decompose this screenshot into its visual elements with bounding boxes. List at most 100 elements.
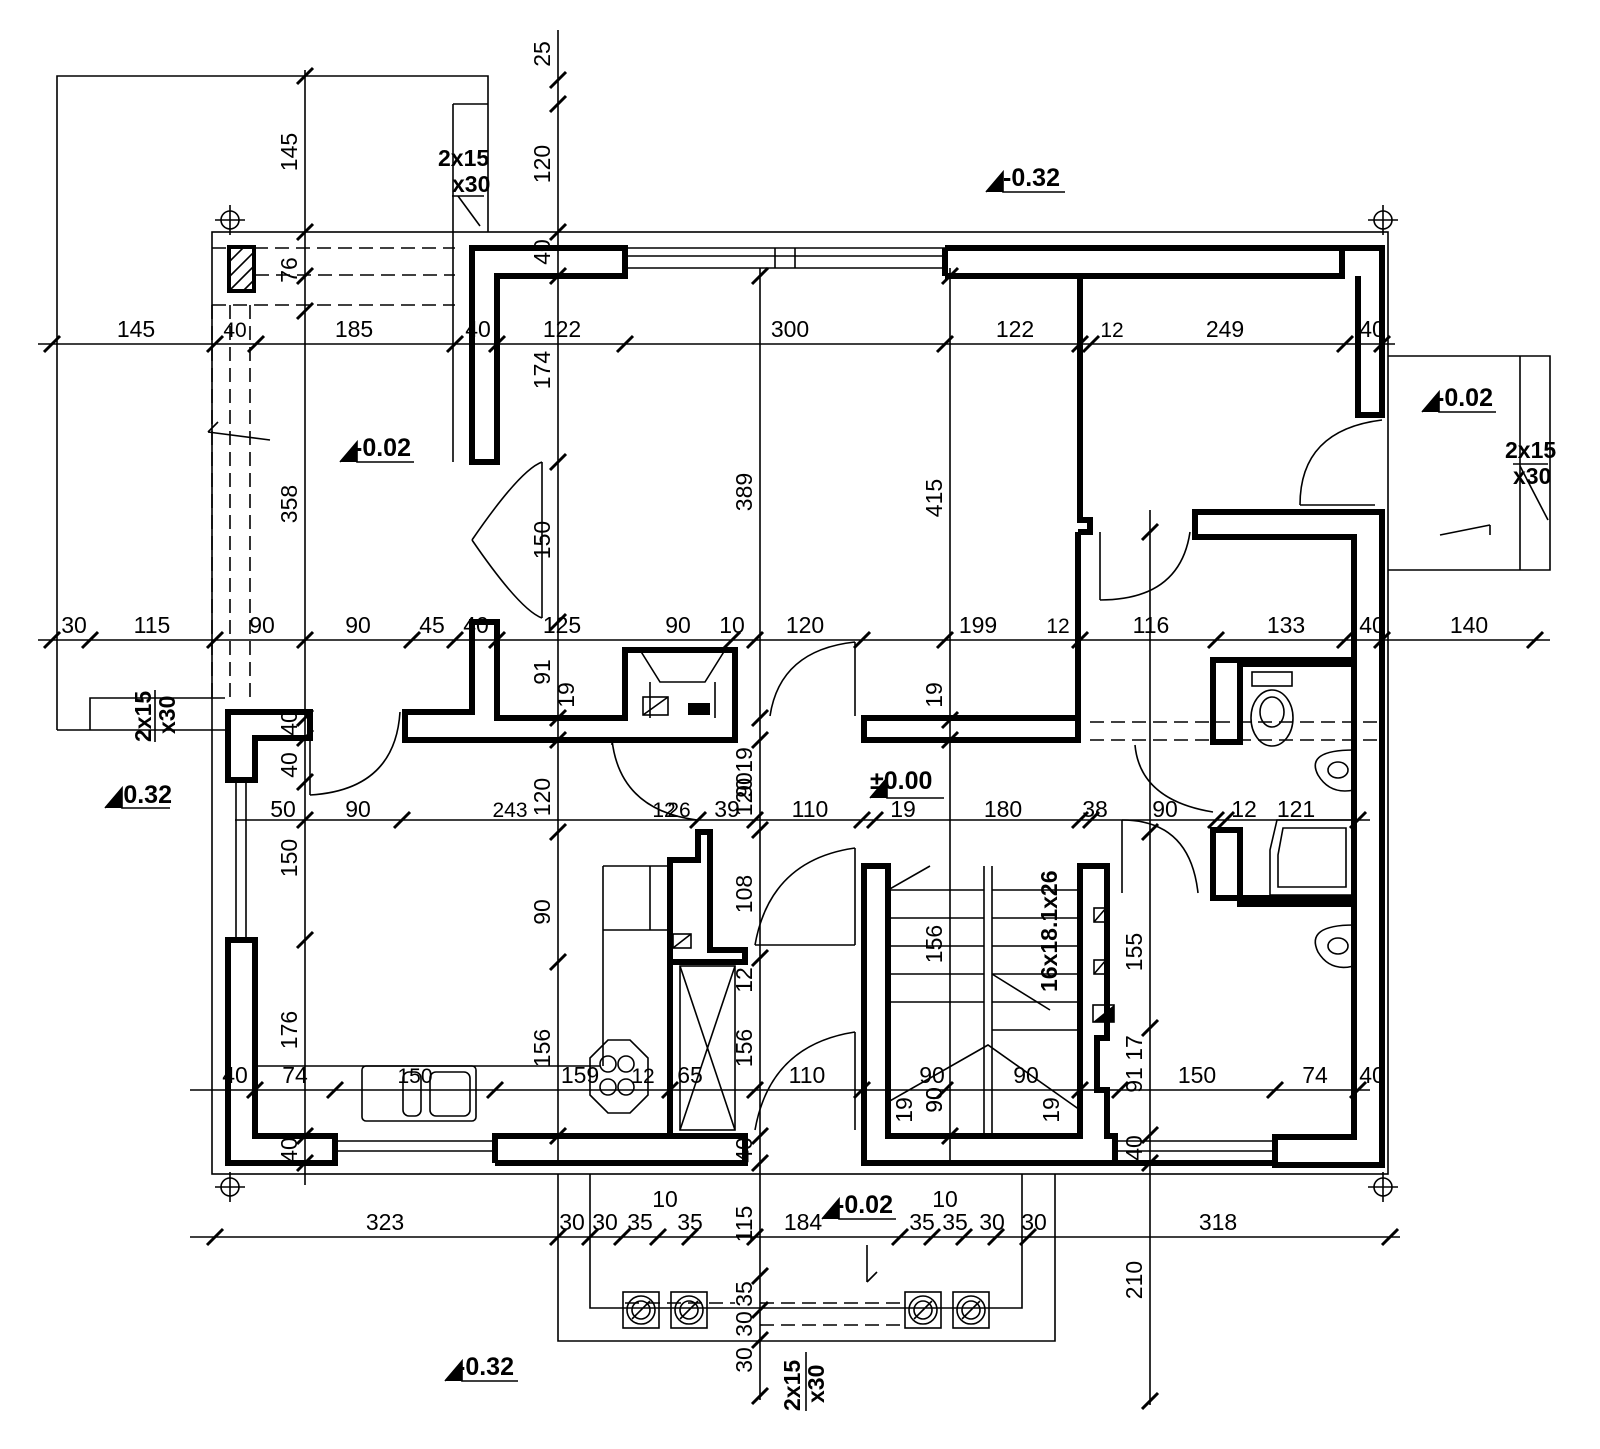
- level-marker-center: ±0.00: [869, 767, 944, 799]
- dims-row-mid-label: 115: [134, 612, 171, 638]
- dims-row-top-label: 249: [1206, 316, 1244, 342]
- dim-vertical-label: 19: [731, 747, 757, 773]
- dim-tick: [1216, 810, 1236, 830]
- dim-vertical-label: 91: [529, 659, 555, 685]
- dim-tick: [42, 334, 62, 354]
- dim-tick: [1070, 1080, 1090, 1100]
- dim-tick: [612, 1227, 632, 1247]
- dims-row-top-label: 145: [117, 316, 155, 342]
- step-note-bottom-a: 2x15: [779, 1360, 805, 1411]
- dim-tick: [865, 810, 885, 830]
- dim-tick: [548, 70, 568, 90]
- dims-row-outside-label: 35: [627, 1209, 653, 1235]
- dim-tick: [548, 612, 568, 632]
- dims-row-outside-label: 10: [652, 1186, 678, 1212]
- dims-row-outside-label: 30: [1021, 1209, 1047, 1235]
- dim-vertical-label: 76: [276, 257, 302, 283]
- level-bottom-entry-text: -0.02: [836, 1191, 893, 1219]
- dims-row-bottom-label: 65: [677, 1062, 703, 1088]
- dim-tick: [245, 1080, 265, 1100]
- dim-vertical-label: 40: [529, 239, 555, 265]
- dim-tick: [295, 708, 315, 728]
- dims-row-lower-label: 90: [1152, 796, 1178, 822]
- dim-vertical-label: 120: [529, 778, 555, 816]
- dim-tick: [750, 1126, 770, 1146]
- dims-row-lower-label: 19: [890, 796, 916, 822]
- step-notes: 2x15 x30 2x15 x30 2x15 x30 2x15 x30: [130, 145, 1556, 1411]
- dim-tick: [680, 1227, 700, 1247]
- dim-tick: [750, 266, 770, 286]
- dims-row-outside-label: 184: [784, 1209, 823, 1235]
- flue-icons: [672, 907, 1115, 1023]
- dim-vertical-label: 415: [921, 479, 947, 517]
- dims-row-outside-label: 323: [366, 1209, 404, 1235]
- dim-vertical-label: 358: [276, 485, 302, 523]
- dim-vertical-label: 40: [1121, 1135, 1147, 1161]
- dims-row-bottom-label: 159: [561, 1062, 599, 1088]
- dim-tick: [750, 708, 770, 728]
- dim-tick: [722, 630, 742, 650]
- dim-tick: [986, 1227, 1006, 1247]
- dims-row-top-label: 122: [996, 316, 1034, 342]
- dim-tick: [750, 1266, 770, 1286]
- dim-tick: [750, 730, 770, 750]
- dims-row-mid-label: 12: [1046, 615, 1069, 638]
- dim-tick: [80, 630, 100, 650]
- dims-row-lower-label: 90: [345, 796, 371, 822]
- dim-tick: [750, 1330, 770, 1350]
- dims-row-lower-label: 180: [984, 796, 1022, 822]
- dim-vertical-label: 90: [529, 899, 555, 925]
- dim-vertical-label: 120: [529, 145, 555, 183]
- grid-axis-markers: [215, 205, 1398, 1202]
- dim-vertical-label: 210: [1121, 1261, 1147, 1299]
- toilet-icon: [1250, 671, 1294, 747]
- dim-vertical-label: 40: [276, 1137, 302, 1163]
- dim-vertical-label: 17: [1121, 1035, 1147, 1061]
- dim-tick: [445, 630, 465, 650]
- dim-tick: [1140, 1391, 1160, 1411]
- dims-row-mid-label: 40: [1359, 612, 1385, 638]
- dim-tick: [1140, 1018, 1160, 1038]
- dim-tick: [295, 222, 315, 242]
- dims-row-lower-label: 50: [270, 796, 296, 822]
- column-icons: [622, 1291, 990, 1329]
- level-right-entry-text: -0.02: [1436, 384, 1493, 412]
- stair-note: 16x18.1x26: [1036, 870, 1062, 992]
- dims-row-bottom-label: 150: [1178, 1062, 1216, 1088]
- level-markers: -0.32 -0.02 -0.02 -0.32 ±0.00 -0.02 -0.3…: [104, 164, 1496, 1382]
- dims-row-top-label: 40: [223, 319, 246, 342]
- dim-tick: [295, 301, 315, 321]
- dim-tick: [940, 266, 960, 286]
- dims-row-lower-label: 12: [1231, 796, 1257, 822]
- step-note-top-b: x30: [452, 171, 490, 197]
- dim-tick: [1081, 810, 1101, 830]
- dim-tick: [295, 266, 315, 286]
- dim-tick: [580, 1227, 600, 1247]
- dims-row-mid-label: 116: [1133, 612, 1170, 638]
- dims-row-lower-label: 26: [667, 799, 690, 822]
- dim-vertical-label: 156: [921, 925, 947, 963]
- dim-tick: [1081, 334, 1101, 354]
- dim-tick: [1070, 334, 1090, 354]
- pantry-cross-icon: [679, 965, 736, 1131]
- washbasin-icon: [1314, 749, 1355, 792]
- dims-row-outside-label: 318: [1199, 1209, 1237, 1235]
- level-left-outside-text: -0.32: [115, 781, 172, 809]
- doors: [309, 419, 1383, 1131]
- dims-row-bottom-label: 40: [222, 1062, 248, 1088]
- dim-tick: [1070, 810, 1090, 830]
- dim-tick: [615, 334, 635, 354]
- dims-row-lower-label: 12: [652, 799, 675, 822]
- dim-vertical-label: 19: [553, 682, 579, 708]
- dim-vertical-label: 19: [891, 1097, 917, 1123]
- stair-treads: [887, 865, 1081, 1111]
- dim-tick: [402, 630, 422, 650]
- dim-tick: [295, 728, 315, 748]
- dim-tick: [1525, 630, 1545, 650]
- dims-row-outside-label: 35: [909, 1209, 935, 1235]
- hidden-lines: [211, 247, 1380, 1326]
- step-note-left-a: 2x15: [130, 691, 156, 742]
- dims-row-lower-label: 39: [714, 796, 740, 822]
